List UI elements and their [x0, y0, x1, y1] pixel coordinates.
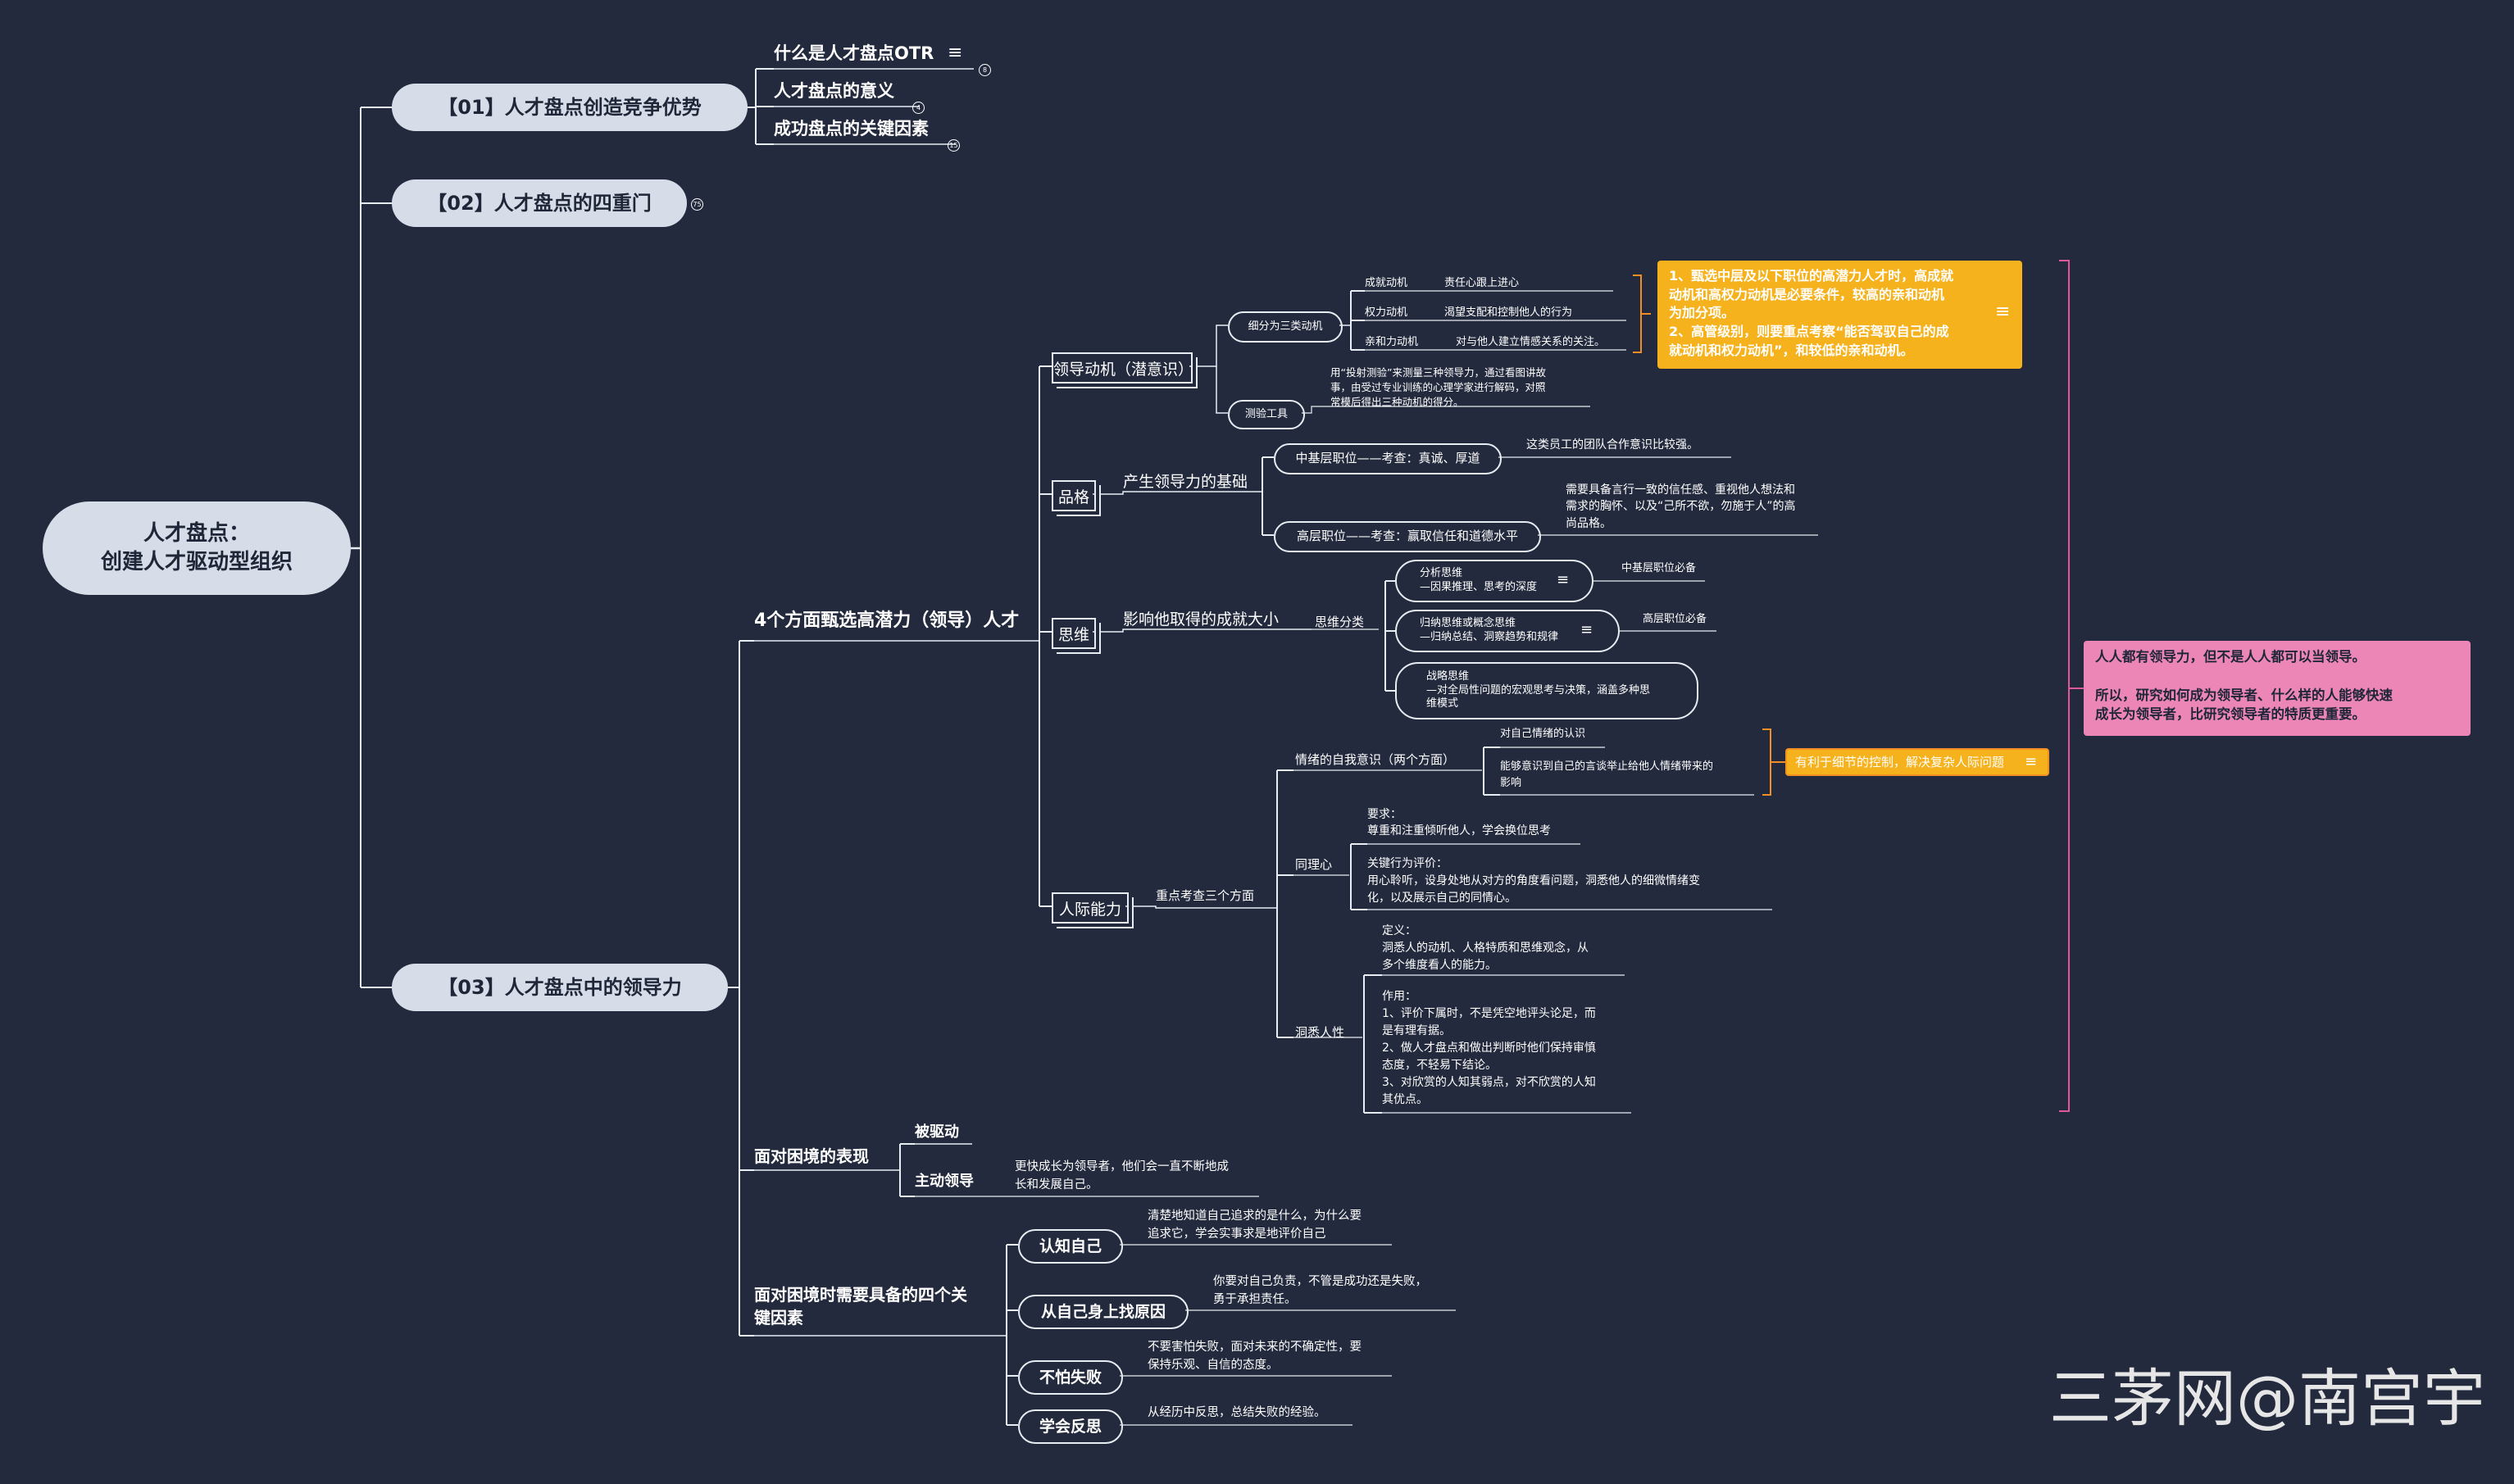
count-badge-icon[interactable]: 75: [691, 198, 703, 211]
note-lines-icon[interactable]: ≡: [1580, 621, 1593, 638]
branch-03-node[interactable]: 【03】人才盘点中的领导力: [392, 964, 728, 1011]
note-lines-icon[interactable]: ≡: [2025, 753, 2038, 770]
otr-topic[interactable]: 什么是人才盘点OTR: [774, 43, 934, 63]
empathy-requirement[interactable]: 要求： 尊重和注重倾听他人，学会换位思考: [1367, 808, 1551, 838]
analytic-thinking-text: 分析思维 —因果推理、思考的深度: [1420, 567, 1538, 593]
link: [1216, 366, 1228, 414]
affiliation-desc[interactable]: 对与他人建立情感关系的关注。: [1456, 336, 1606, 348]
self-reflect-desc[interactable]: 你要对自己负责，不管是成功还是失败， 勇于承担责任。: [1213, 1275, 1427, 1306]
insight-topic[interactable]: 洞悉人性: [1295, 1025, 1345, 1040]
active-desc[interactable]: 更快成长为领导者，他们会一直不断地成 长和发展自己。: [1015, 1160, 1229, 1191]
interpersonal-focus[interactable]: 重点考查三个方面: [1156, 888, 1255, 903]
link: [1093, 491, 1257, 495]
dilemma-topic[interactable]: 面对困境的表现: [754, 1146, 869, 1166]
know-yourself-desc[interactable]: 清楚地知道自己追求的是什么，为什么要 追求它，学会实事求是地评价自己: [1148, 1209, 1362, 1241]
count-badge-icon[interactable]: 4: [912, 102, 925, 114]
analytic-thinking-node[interactable]: 分析思维 —因果推理、思考的深度: [1395, 560, 1593, 602]
know-yourself-node[interactable]: 认知自己: [1018, 1229, 1123, 1264]
achievement-desc[interactable]: 责任心跟上进心: [1444, 277, 1520, 289]
link: [1189, 324, 1228, 367]
meaning-topic[interactable]: 人才盘点的意义: [774, 81, 894, 101]
insight-definition[interactable]: 定义： 洞悉人的动机、人格特质和思维观念，从 多个维度看人的能力。: [1382, 924, 1589, 972]
mid-level-desc[interactable]: 这类员工的团队合作意识比较强。: [1526, 438, 1698, 452]
note-lines-icon[interactable]: ≡: [1995, 302, 2011, 322]
character-base[interactable]: 产生领导力的基础: [1123, 473, 1248, 491]
empathy-evaluation[interactable]: 关键行为评价： 用心聆听，设身处地从对方的角度看问题，洞悉他人的细微情绪变 化，…: [1367, 857, 1700, 905]
thinking-influence[interactable]: 影响他取得的成就大小: [1123, 610, 1280, 629]
four-aspects-topic[interactable]: 4个方面甄选高潜力（领导）人才: [754, 610, 1020, 631]
count-badge-icon[interactable]: 15: [948, 139, 960, 152]
strategic-thinking-text: 战略思维 —对全局性问题的宏观思考与决策，涵盖多种思 维模式: [1426, 669, 1651, 710]
note-lines-icon[interactable]: ≡: [1557, 571, 1570, 588]
thinking-classify[interactable]: 思维分类: [1315, 615, 1365, 629]
leadership-note[interactable]: 人人都有领导力，但不是人人都可以当领导。 所以，研究如何成为领导者、什么样的人能…: [2084, 641, 2471, 736]
analytic-thinking-tag[interactable]: 中基层职位必备: [1621, 562, 1697, 574]
self-awareness-item-2[interactable]: 能够意识到自己的言谈举止给他人情绪带来的 影响: [1500, 760, 1714, 789]
key-factors-topic[interactable]: 成功盘点的关键因素: [774, 119, 929, 138]
note-lines-icon[interactable]: ≡: [948, 43, 963, 63]
achievement-motive[interactable]: 成就动机: [1365, 277, 1408, 289]
high-level-desc[interactable]: 需要具备言行一致的信任感、重视他人想法和 需求的胸怀、以及“己所不欲，勿施于人”…: [1566, 483, 1796, 530]
orange-bracket: [1762, 728, 1785, 796]
interpersonal-node[interactable]: 人际能力: [1052, 892, 1129, 924]
three-types-node[interactable]: 细分为三类动机: [1228, 311, 1343, 343]
link: [1093, 629, 1312, 633]
active-node[interactable]: 主动领导: [915, 1173, 974, 1190]
test-tool-node[interactable]: 测验工具: [1228, 400, 1305, 429]
power-motive[interactable]: 权力动机: [1365, 306, 1408, 319]
test-tool-desc[interactable]: 用“投射测验”来测量三种领导力，通过看图讲故 事，由受过专业训练的心理学家进行解…: [1330, 366, 1546, 409]
character-node[interactable]: 品格: [1052, 480, 1096, 511]
pink-bracket: [2059, 260, 2084, 1112]
self-awareness-note[interactable]: 有利于细节的控制，解决复杂人际问题: [1785, 748, 2049, 776]
motivation-node[interactable]: 领导动机（潜意识）: [1052, 352, 1193, 383]
inductive-thinking-tag[interactable]: 高层职位必备: [1643, 613, 1707, 625]
branch-02-node[interactable]: 【02】人才盘点的四重门: [392, 179, 687, 227]
watermark: 三茅网@南宫宇: [2049, 1362, 2485, 1435]
four-factors-topic[interactable]: 面对困境时需要具备的四个关 键因素: [754, 1285, 967, 1327]
high-level-node[interactable]: 高层职位——考查：赢取信任和道德水平: [1274, 521, 1541, 552]
self-awareness-item-1[interactable]: 对自己情绪的认识: [1500, 728, 1586, 740]
root-node[interactable]: 人才盘点： 创建人才驱动型组织: [43, 501, 351, 595]
affiliation-motive[interactable]: 亲和力动机: [1365, 336, 1419, 348]
link: [1125, 905, 1277, 909]
inductive-thinking-node[interactable]: 归纳思维或概念思维 —归纳总结、洞察趋势和规律: [1395, 610, 1620, 652]
branch-01-node[interactable]: 【01】人才盘点创造竞争优势: [392, 84, 748, 131]
self-awareness-note-text: 有利于细节的控制，解决复杂人际问题: [1795, 755, 2005, 769]
strategic-thinking-node[interactable]: 战略思维 —对全局性问题的宏观思考与决策，涵盖多种思 维模式: [1395, 662, 1698, 719]
learn-reflect-node[interactable]: 学会反思: [1018, 1409, 1123, 1444]
count-badge-icon[interactable]: 8: [979, 64, 991, 76]
mid-level-node[interactable]: 中基层职位——考查：真诚、厚道: [1274, 443, 1502, 474]
self-awareness-topic[interactable]: 情绪的自我意识（两个方面）: [1295, 752, 1456, 767]
passive-node[interactable]: 被驱动: [915, 1123, 959, 1141]
self-reflect-node[interactable]: 从自己身上找原因: [1018, 1295, 1189, 1329]
underline: [1302, 406, 1590, 414]
motivation-note[interactable]: 1、甄选中层及以下职位的高潜力人才时，高成就 动机和高权力动机是必要条件，较高的…: [1657, 261, 2022, 369]
inductive-thinking-text: 归纳思维或概念思维 —归纳总结、洞察趋势和规律: [1420, 617, 1559, 643]
empathy-topic[interactable]: 同理心: [1295, 857, 1333, 872]
insight-usage[interactable]: 作用： 1、评价下属时，不是凭空地评头论足，而 是有理有据。 2、做人才盘点和做…: [1382, 990, 1596, 1106]
thinking-node[interactable]: 思维: [1052, 618, 1096, 649]
power-desc[interactable]: 渴望支配和控制他人的行为: [1444, 306, 1573, 319]
fear-no-failure-desc[interactable]: 不要害怕失败，面对未来的不确定性，要 保持乐观、自信的态度。: [1148, 1341, 1362, 1372]
orange-bracket: [1633, 275, 1651, 353]
learn-reflect-desc[interactable]: 从经历中反思，总结失败的经验。: [1148, 1406, 1326, 1419]
fear-no-failure-node[interactable]: 不怕失败: [1018, 1360, 1123, 1395]
